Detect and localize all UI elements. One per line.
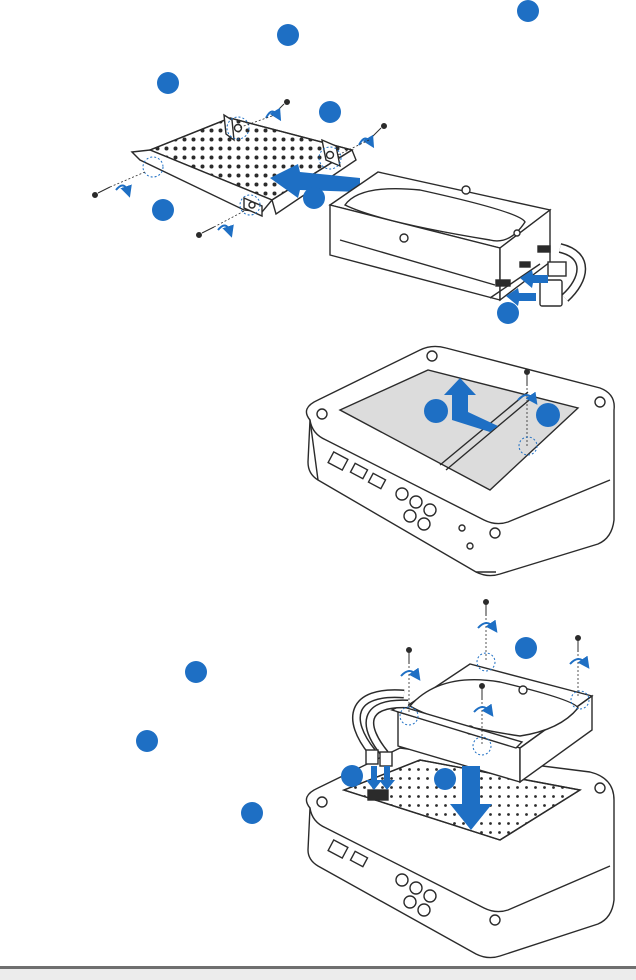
- step-callout: [341, 765, 363, 787]
- step-callout: [241, 802, 263, 824]
- step-callout: [157, 72, 179, 94]
- figure-2: [306, 346, 614, 575]
- step-callout: [434, 768, 456, 790]
- step-callout: [152, 199, 174, 221]
- step-callout: [319, 101, 341, 123]
- step-callout: [185, 661, 207, 683]
- hard-drive-icon: [330, 172, 550, 300]
- step-callout: [515, 637, 537, 659]
- step-callout: [497, 302, 519, 324]
- page-footer-band: [0, 969, 636, 980]
- step-callout: [424, 399, 448, 423]
- step-callout: [303, 187, 325, 209]
- step-callout: [536, 403, 560, 427]
- step-callout: [517, 0, 539, 22]
- step-callout: [277, 24, 299, 46]
- step-callout: [136, 730, 158, 752]
